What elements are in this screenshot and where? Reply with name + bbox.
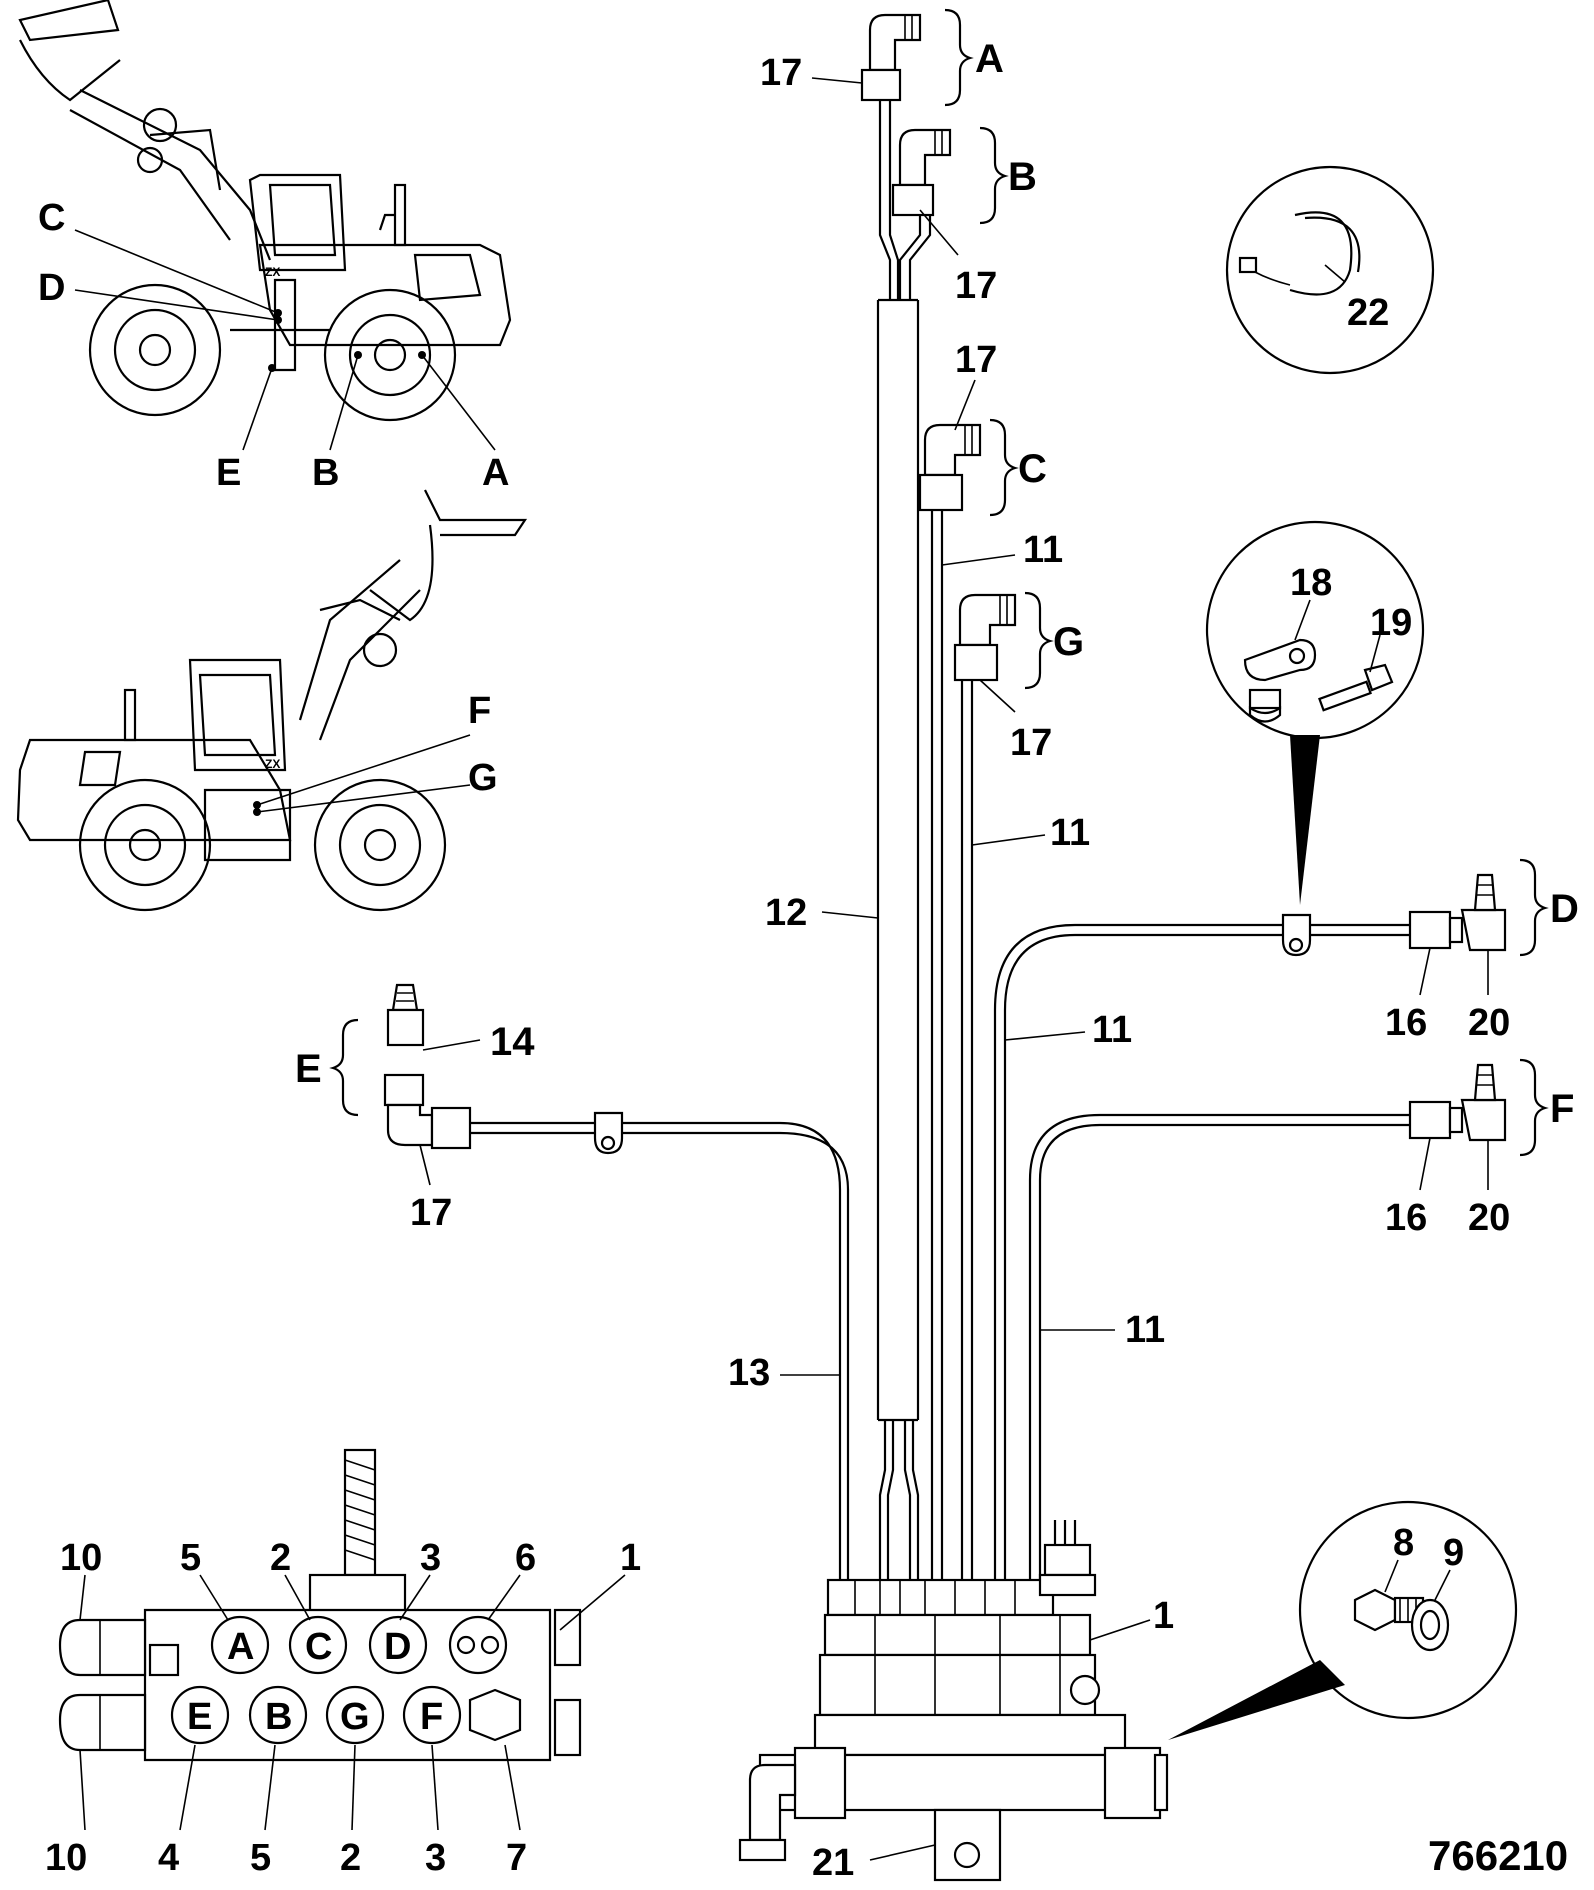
- manifold-bottom-num-6: 7: [506, 1837, 527, 1879]
- fitting-b: [891, 128, 952, 217]
- label-17-g: 17: [1010, 722, 1052, 764]
- manifold-port-f: F: [420, 1696, 443, 1738]
- fitting-e: [383, 983, 472, 1150]
- manifold-port-d: D: [384, 1626, 411, 1668]
- label-17-b: 17: [955, 265, 997, 307]
- manifold-port-b: B: [265, 1696, 292, 1738]
- pump-unit: [738, 1520, 1169, 1882]
- label-9: 9: [1443, 1532, 1464, 1574]
- label-17-e: 17: [410, 1192, 452, 1234]
- fitting-f: [1408, 1063, 1507, 1142]
- manifold-bottom-num-3: 5: [250, 1837, 271, 1879]
- fitting-a: [860, 13, 922, 102]
- detail-22-clip: 22: [1225, 165, 1435, 375]
- hose-bundle: [470, 100, 1410, 1580]
- location-c-label: C: [1018, 447, 1047, 491]
- label-16-f: 16: [1385, 1197, 1427, 1239]
- manifold-bottom-num-4: 2: [340, 1837, 361, 1879]
- location-d-label: D: [1550, 887, 1579, 931]
- svg-text:ZX: ZX: [265, 757, 280, 771]
- label-11-1: 11: [1023, 529, 1063, 571]
- label-19: 19: [1370, 602, 1412, 644]
- location-b-label: B: [1008, 155, 1037, 199]
- manifold-block: A C D E B G F 10 5 2 3 6 1 10 4 5 2 3 7: [45, 1448, 641, 1879]
- manifold-bottom-num-5: 3: [425, 1837, 446, 1879]
- location-g-label: G: [1053, 620, 1084, 664]
- loader-top-label-e: E: [216, 452, 241, 494]
- loader-bottom-label-g: G: [468, 757, 498, 799]
- manifold-port-g: G: [340, 1696, 370, 1738]
- fitting-c: [918, 423, 982, 512]
- manifold-port-e: E: [187, 1696, 212, 1738]
- location-a-label: A: [975, 37, 1004, 81]
- label-20-d: 20: [1468, 1002, 1510, 1044]
- loader-bottom-label-f: F: [468, 690, 491, 732]
- location-braces: A B C G D F E: [295, 8, 1579, 1157]
- manifold-top-num-4: 3: [420, 1537, 441, 1579]
- loader-top-label-a: A: [482, 452, 509, 494]
- loader-illustration-top: ZX C D E B A: [18, 0, 512, 494]
- manifold-bottom-num-2: 4: [158, 1837, 179, 1879]
- label-22: 22: [1347, 292, 1389, 334]
- detail-8-9-plug: 8 9: [1168, 1500, 1518, 1740]
- svg-text:ZX: ZX: [265, 265, 280, 279]
- manifold-top-num-5: 6: [515, 1537, 536, 1579]
- label-11-3: 11: [1092, 1009, 1132, 1051]
- label-21: 21: [812, 1842, 854, 1884]
- loader-top-label-d: D: [38, 267, 65, 309]
- manifold-port-a: A: [227, 1626, 254, 1668]
- loader-top-label-c: C: [38, 197, 65, 239]
- callouts: 17 17 17 17 11 11 11 11 12 13 14 17 16: [410, 52, 1510, 1884]
- label-16-d: 16: [1385, 1002, 1427, 1044]
- label-17-c: 17: [955, 339, 997, 381]
- label-11-2: 11: [1050, 812, 1090, 854]
- label-11-4: 11: [1125, 1309, 1165, 1351]
- loader-illustration-bottom: ZX F G: [16, 489, 528, 912]
- manifold-bottom-num-1: 10: [45, 1837, 87, 1879]
- label-18: 18: [1290, 562, 1332, 604]
- label-20-f: 20: [1468, 1197, 1510, 1239]
- fitting-g: [953, 593, 1017, 682]
- label-13: 13: [728, 1352, 770, 1394]
- fitting-d: [1408, 873, 1507, 952]
- manifold-top-num-6: 1: [620, 1537, 641, 1579]
- label-17-a: 17: [760, 52, 802, 94]
- figure-number: 766210: [1428, 1832, 1568, 1879]
- label-12: 12: [765, 892, 807, 934]
- label-14: 14: [490, 1020, 535, 1064]
- location-f-label: F: [1550, 1087, 1574, 1131]
- label-1-pump: 1: [1153, 1595, 1174, 1637]
- manifold-top-num-2: 5: [180, 1537, 201, 1579]
- location-e-label: E: [295, 1047, 322, 1091]
- detail-18-19-clamp: 18 19: [1205, 520, 1425, 905]
- manifold-port-c: C: [305, 1626, 332, 1668]
- label-8: 8: [1393, 1522, 1414, 1564]
- manifold-top-num-1: 10: [60, 1537, 102, 1579]
- manifold-top-num-3: 2: [270, 1537, 291, 1579]
- loader-top-label-b: B: [312, 452, 339, 494]
